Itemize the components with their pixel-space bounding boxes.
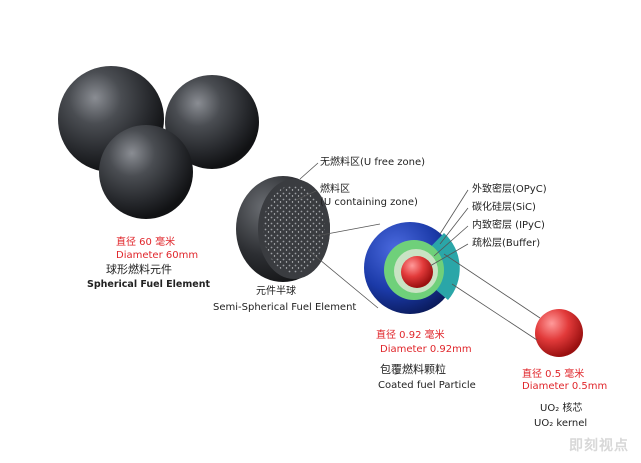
- watermark: 即刻视点: [569, 438, 629, 454]
- particle-diameter-en: Diameter 0.92mm: [380, 344, 472, 355]
- layer-label-sic: 碳化硅层(SiC): [472, 202, 536, 213]
- leader-sic: [439, 207, 469, 245]
- particle-name-en: Coated fuel Particle: [378, 380, 476, 391]
- leader-buffer: [429, 243, 469, 267]
- spherical-diameter-cn: 直径 60 毫米: [116, 237, 176, 248]
- semi-spherical-element: [236, 176, 330, 282]
- spherical-name-en: Spherical Fuel Element: [87, 279, 211, 290]
- kernel-diameter-en: Diameter 0.5mm: [522, 381, 608, 392]
- layer-label-buffer: 疏松层(Buffer): [472, 238, 541, 249]
- connector-semi-to-particle-lower: [307, 249, 379, 309]
- kernel-name-cn: UO₂ 核芯: [540, 403, 583, 414]
- leader-opyc: [439, 189, 469, 235]
- coated-particle: [364, 222, 460, 314]
- spherical-diameter-en: Diameter 60mm: [116, 250, 199, 261]
- fuel-sphere-front: [99, 125, 193, 219]
- connector-semi-to-particle: [315, 223, 381, 237]
- kernel-name-en: UO₂ kernel: [534, 418, 588, 429]
- leader-lines: [295, 162, 541, 341]
- leader-ipyc: [433, 225, 469, 257]
- leader-u-free-zone: [299, 162, 319, 180]
- u-containing-zone-cn: 燃料区: [320, 184, 350, 195]
- fuel-sphere-right: [165, 75, 259, 169]
- u-free-zone-label: 无燃料区(U free zone): [320, 157, 426, 168]
- fuel-zone-texture: [263, 185, 325, 273]
- uo2-kernel-sphere: [535, 309, 583, 357]
- particle-kernel: [401, 256, 433, 288]
- semi-name-en: Semi-Spherical Fuel Element: [213, 302, 357, 313]
- spherical-fuel-elements: [58, 66, 259, 219]
- kernel-diameter-cn: 直径 0.5 毫米: [522, 369, 585, 380]
- spherical-name-cn: 球形燃料元件: [106, 263, 172, 276]
- connector-particle-to-kernel: [443, 253, 541, 319]
- semi-name-cn: 元件半球: [256, 286, 296, 297]
- u-containing-zone-en: (U containing zone): [320, 197, 418, 208]
- layer-label-opyc: 外致密层(OPyC): [472, 184, 547, 195]
- particle-diameter-cn: 直径 0.92 毫米: [376, 330, 445, 341]
- particle-name-cn: 包覆燃料颗粒: [380, 363, 446, 376]
- layer-label-ipyc: 内致密层 (IPyC): [472, 220, 545, 231]
- connector-particle-to-kernel-lower: [451, 283, 538, 341]
- leader-u-containing-zone: [295, 190, 317, 201]
